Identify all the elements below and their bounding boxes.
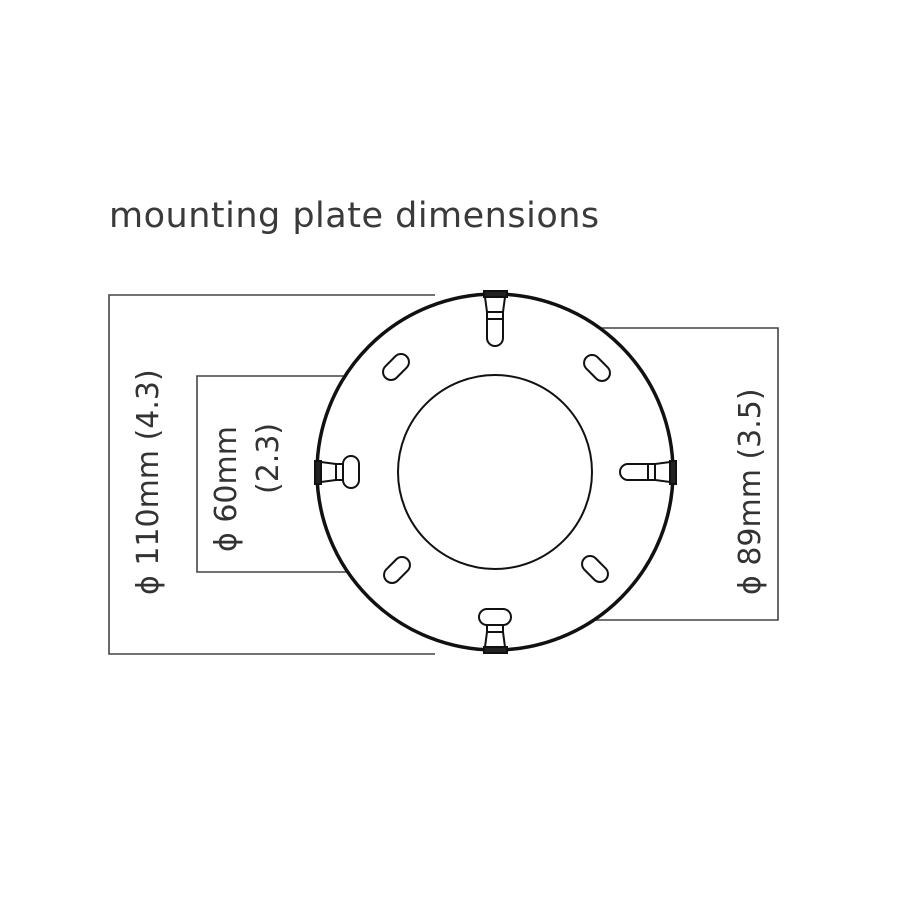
dimension-lines	[108, 294, 779, 655]
slot-bottom-right	[581, 555, 609, 583]
oval-slots	[382, 353, 611, 584]
center-hole	[397, 374, 593, 570]
keyhole-right	[619, 460, 677, 485]
screw-circle-diameter-label: ϕ 89mm (3.5)	[733, 388, 768, 595]
outer-diameter-label: ϕ 110mm (4.3)	[131, 369, 166, 595]
slot-top-right	[583, 354, 611, 382]
keyhole-left	[314, 455, 360, 489]
outer-dimension-bracket	[108, 294, 435, 655]
mounting-plate	[314, 290, 677, 654]
keyhole-top	[483, 290, 508, 347]
keyhole-bottom	[478, 608, 512, 654]
inner-diameter-label: ϕ 60mm	[209, 426, 244, 552]
dimension-labels: ϕ 110mm (4.3) ϕ 60mm (2.3) ϕ 89mm (3.5)	[131, 369, 768, 595]
inner-dimension-bracket	[196, 375, 445, 573]
diagram-title: mounting plate dimensions	[109, 196, 600, 236]
screw-dimension-bracket	[520, 327, 779, 621]
keyhole-tabs	[314, 290, 677, 654]
slot-top-left	[382, 353, 410, 381]
slot-bottom-left	[383, 556, 411, 584]
inner-diameter-inches-label: (2.3)	[251, 423, 286, 494]
